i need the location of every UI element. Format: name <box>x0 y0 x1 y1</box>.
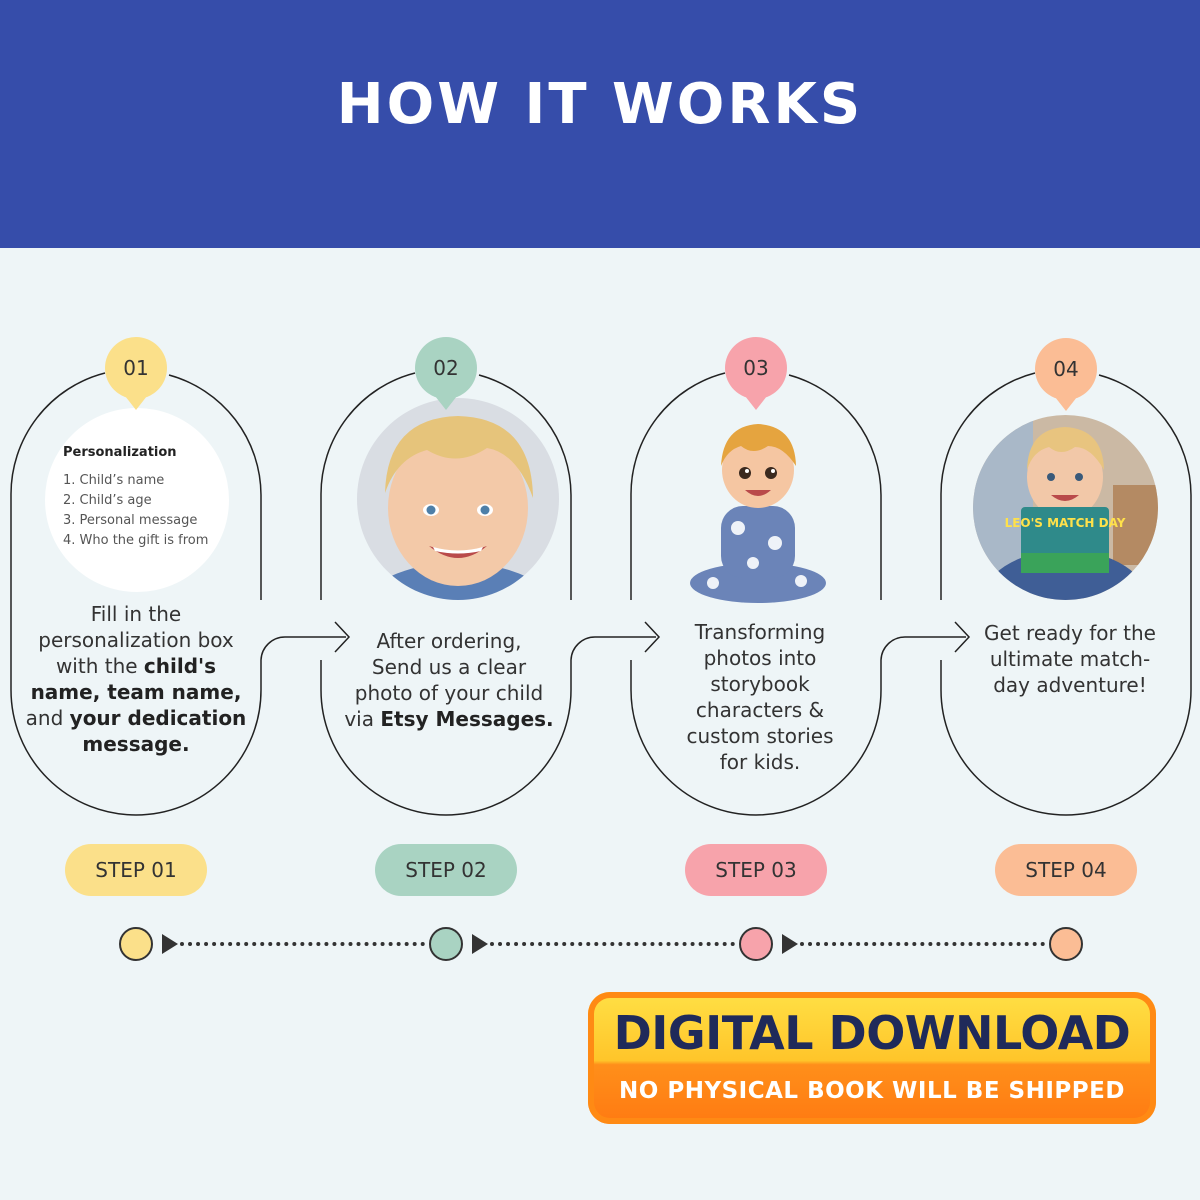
step-01-description: Fill in the personalization box with the… <box>25 602 247 756</box>
header-banner: HOW IT WORKS <box>0 0 1200 248</box>
child-holding-book-photo: LEO'S MATCH DAY <box>973 415 1158 600</box>
timeline-dot-03 <box>739 927 773 961</box>
step-04-label: STEP 04 <box>995 844 1137 896</box>
timeline-dot-02 <box>429 927 463 961</box>
step-03-label: STEP 03 <box>685 844 827 896</box>
personalization-list: 1. Child’s name 2. Child’s age 3. Person… <box>63 471 208 551</box>
timeline-dotted-line <box>800 942 1045 946</box>
personalization-item: 4. Who the gift is from <box>63 533 209 548</box>
personalization-item: 2. Child’s age <box>63 493 152 508</box>
personalization-item: 3. Personal message <box>63 513 198 528</box>
timeline-arrow-icon <box>472 934 488 954</box>
step-number-badge-03: 03 <box>725 337 787 399</box>
step-02-label: STEP 02 <box>375 844 517 896</box>
step-number-badge-04: 04 <box>1035 338 1097 400</box>
digital-download-badge: DIGITAL DOWNLOAD NO PHYSICAL BOOK WILL B… <box>588 992 1156 1124</box>
timeline-dotted-line <box>180 942 425 946</box>
step-number-badge-01: 01 <box>105 337 167 399</box>
timeline-dotted-line <box>490 942 735 946</box>
personalization-title: Personalization <box>63 445 177 460</box>
no-physical-book-notice: NO PHYSICAL BOOK WILL BE SHIPPED <box>619 1078 1125 1104</box>
digital-download-title: DIGITAL DOWNLOAD <box>613 1006 1131 1060</box>
step-04-description: Get ready for the ultimate match- day ad… <box>984 621 1156 697</box>
step-number-badge-02: 02 <box>415 337 477 399</box>
step-01-label: STEP 01 <box>65 844 207 896</box>
step-02-description: After ordering, Send us a clear photo of… <box>344 629 554 731</box>
personalization-card: Personalization 1. Child’s name 2. Child… <box>45 408 229 592</box>
step-03-description: Transforming photos into storybook chara… <box>686 620 834 774</box>
timeline-dot-01 <box>119 927 153 961</box>
timeline-arrow-icon <box>782 934 798 954</box>
timeline-dot-04 <box>1049 927 1083 961</box>
book-cover-title: LEO'S MATCH DAY <box>1005 516 1126 530</box>
personalization-item: 1. Child’s name <box>63 473 165 488</box>
cartoon-child-character <box>683 418 833 603</box>
page-title: HOW IT WORKS <box>336 72 864 137</box>
child-portrait-photo <box>357 398 559 600</box>
timeline-arrow-icon <box>162 934 178 954</box>
